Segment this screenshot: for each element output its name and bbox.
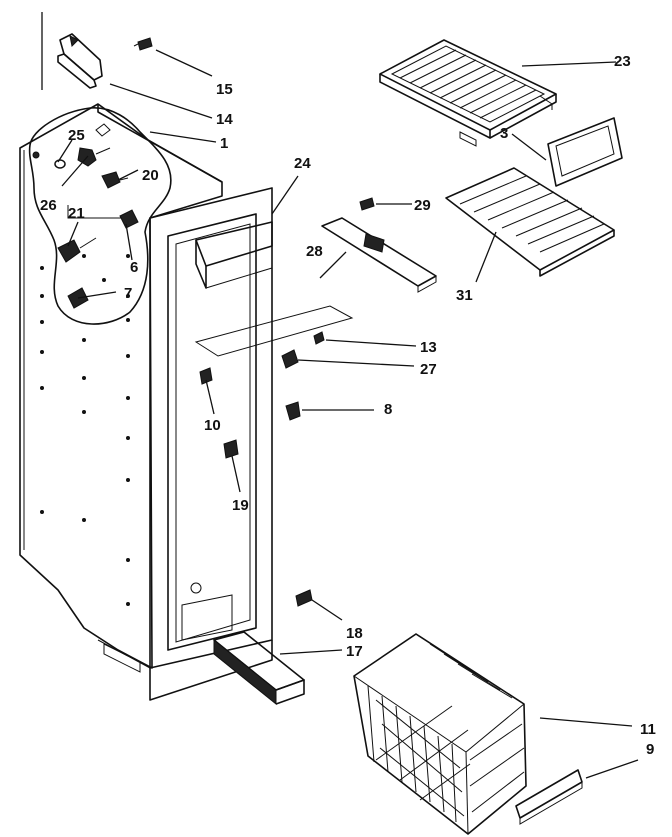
part-15-screw (133, 37, 153, 51)
detail-cloud (28, 107, 172, 325)
callout-31: 31 (456, 287, 473, 304)
side-panel-screw-holes (40, 254, 130, 606)
part-23-shelf (379, 39, 557, 147)
part-24-cover-panel (195, 221, 273, 289)
part-29-screw (359, 197, 375, 211)
callout-11: 11 (640, 721, 656, 738)
part-18-screw (295, 589, 313, 607)
callout-10: 10 (204, 417, 221, 434)
part-28-bracket (321, 217, 437, 293)
callout-29: 29 (414, 197, 431, 214)
callout-28: 28 (306, 243, 323, 260)
part-11-basket (353, 633, 527, 835)
part-21-control (57, 205, 128, 263)
callout-24: 24 (294, 155, 311, 172)
part-14-hinge (57, 33, 103, 89)
part-13-clip (313, 331, 325, 345)
callout-14: 14 (216, 111, 233, 128)
callout-19: 19 (232, 497, 249, 514)
callout-6: 6 (130, 259, 138, 276)
callout-21: 21 (68, 205, 85, 222)
part-3-shelf-frame (547, 117, 623, 187)
callout-27: 27 (420, 361, 437, 378)
part-7-bracket (67, 278, 106, 309)
part-9-basket-trim (515, 769, 583, 825)
part-17-kick-plate (213, 631, 305, 706)
callout-7: 7 (124, 285, 132, 302)
part-20-switch (101, 171, 129, 189)
part-25-grommet (54, 159, 66, 169)
part-27-lamp-socket (281, 349, 299, 369)
callout-labels: 1 3 6 7 8 9 10 11 13 14 15 17 18 19 20 2… (40, 53, 656, 758)
callout-15: 15 (216, 81, 233, 98)
callout-26: 26 (40, 197, 57, 214)
callout-13: 13 (420, 339, 437, 356)
freezer-liner (19, 103, 354, 701)
callout-9: 9 (646, 741, 654, 758)
callout-23: 23 (614, 53, 631, 70)
part-31-wire-shelf (445, 167, 615, 277)
part-6-clip (119, 209, 139, 229)
callout-17: 17 (346, 643, 363, 660)
callout-1: 1 (220, 135, 228, 152)
callout-8: 8 (384, 401, 392, 418)
callout-25: 25 (68, 127, 85, 144)
callout-3: 3 (500, 125, 508, 142)
callout-20: 20 (142, 167, 159, 184)
part-8-bracket (285, 401, 301, 421)
part-10-fastener (199, 367, 213, 385)
callout-18: 18 (346, 625, 363, 642)
part-26-socket (77, 147, 111, 167)
part-19-clip (223, 439, 239, 459)
leader-lines (57, 49, 639, 779)
